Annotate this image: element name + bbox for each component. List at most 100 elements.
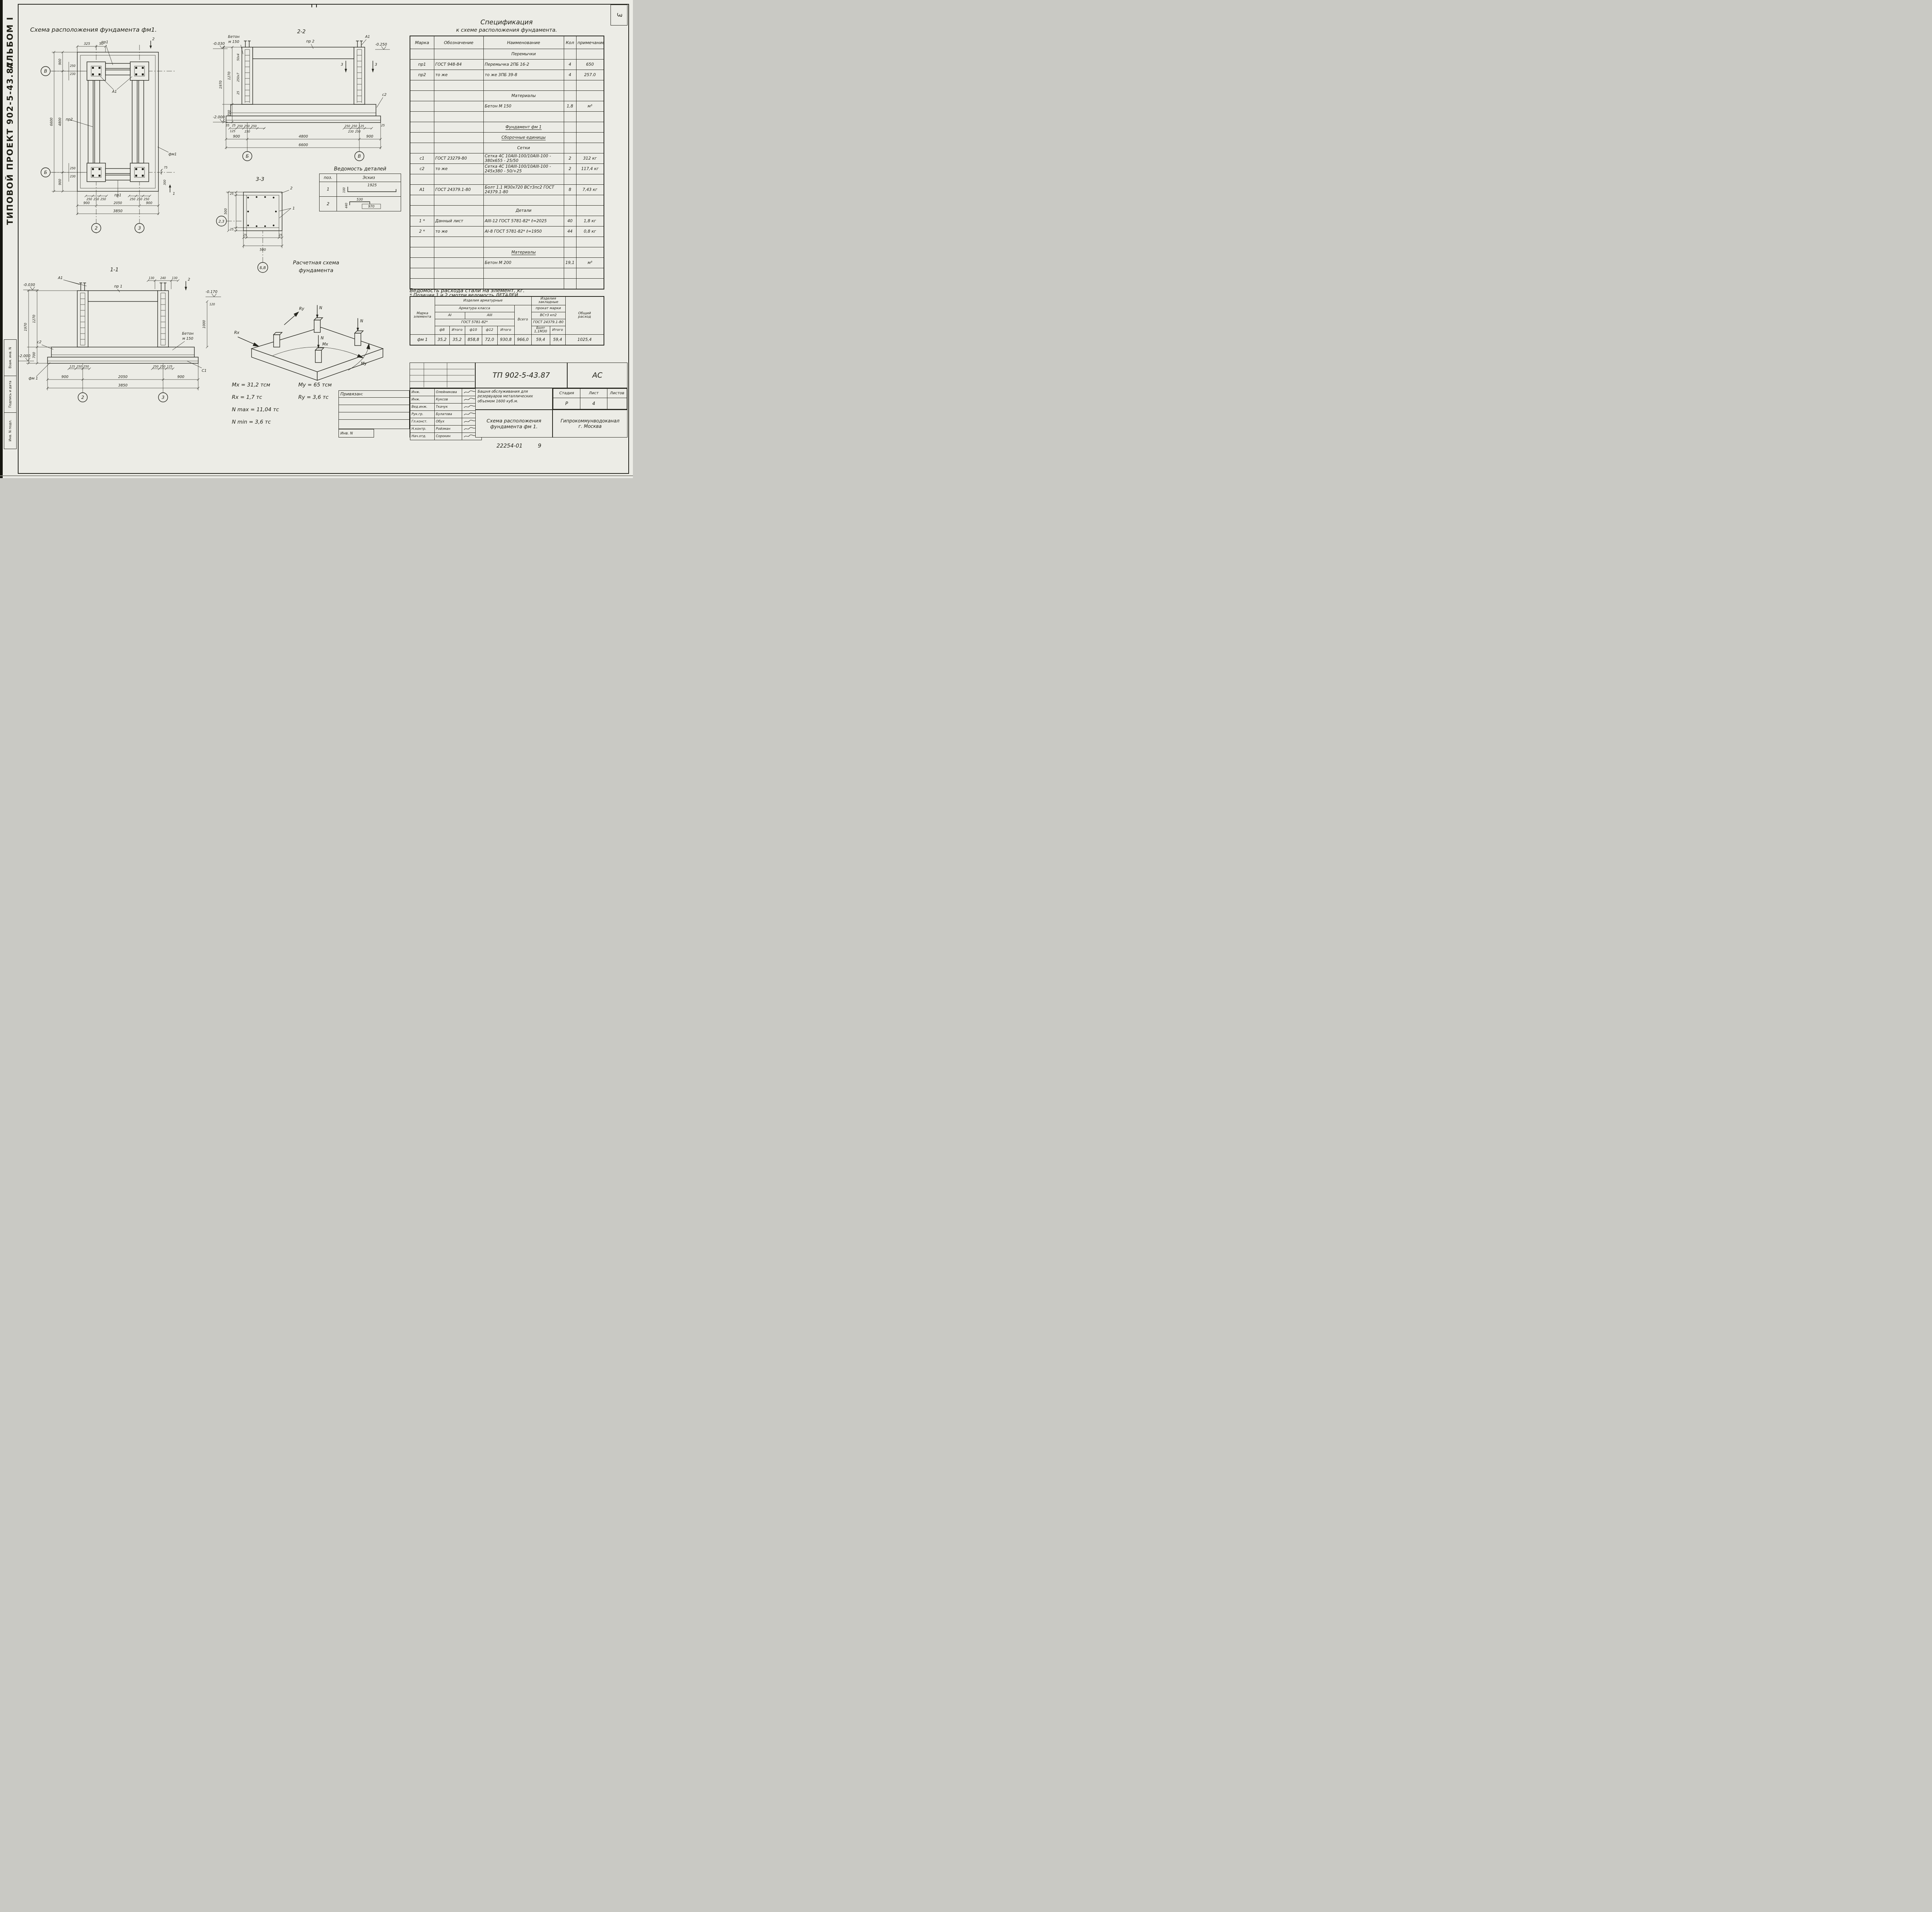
spec-row — [410, 195, 604, 206]
steel-group-armature: Изделия арматурные — [434, 296, 532, 305]
section-title: 3-3 — [256, 176, 264, 182]
anchor-bolt-label: А1 — [58, 276, 63, 280]
dim-label: 130 — [149, 276, 155, 280]
level-label: -0.250 — [375, 43, 387, 47]
spec-cell-marka: пр2 — [410, 70, 434, 80]
lintel-label: пр2 — [66, 117, 73, 122]
revision-grid — [410, 363, 475, 388]
plan-dimension-lines — [52, 45, 163, 215]
steel-header-row: Арматура класса Всего прокат марки — [410, 305, 604, 335]
calc-scheme-panel: Расчетная схема фундамента — [230, 256, 396, 385]
dim-label: 4800 — [299, 135, 308, 139]
dim-label: 250 — [345, 124, 350, 128]
section-2-2-panel: 2-2 -0.030 -0.250 -2.000 Бетон м 150 пр … — [211, 27, 392, 164]
steel-cell: 1025,4 — [565, 334, 604, 346]
section22-columns — [242, 41, 365, 105]
spec-cell-naimenovanie: Сетки — [483, 143, 564, 153]
signature-name: Олейникова — [434, 388, 462, 396]
detail-sketch-cell: 1925 100 — [337, 182, 401, 197]
spec-cell-oboznachenie — [434, 257, 484, 268]
steel-col-vsego: Всего — [514, 305, 532, 335]
section-title: 1-1 — [110, 267, 119, 273]
signatures-block: Инж. Олейникова Инж. Куксов Вед.инж. Тка… — [410, 388, 482, 440]
signature-name: Сорокин — [434, 432, 462, 440]
signature-role: Вед.инж. — [410, 403, 435, 411]
spec-cell-naimenovanie: Бетон М 150 — [483, 101, 564, 112]
spec-cell-kol: 4 — [563, 59, 577, 70]
spec-cell-marka — [410, 237, 434, 247]
stage-value: Р — [553, 397, 581, 410]
dim-label: 300 — [163, 180, 167, 186]
formula-ry: Rу = 3,6 тс — [298, 394, 329, 400]
spec-col-marka: Марка — [410, 36, 434, 49]
spec-cell-marka: 2 * — [410, 226, 434, 237]
spec-cell-naimenovanie — [483, 278, 564, 289]
spec-cell-primechanie: м³ — [576, 101, 604, 112]
detail-sketch-cell: 530 970 440 — [337, 196, 401, 211]
dim-label: 700 — [32, 352, 36, 358]
spec-cell-marka: пр1 — [410, 59, 434, 70]
details-row: 2 530 970 440 — [319, 196, 401, 211]
dim-label: 440 — [345, 203, 348, 209]
section11-slab — [47, 347, 199, 364]
doc-mark: АС — [592, 371, 603, 380]
spec-row — [410, 237, 604, 247]
steel-data-row: фм 1 35,2 35,2 858,8 72,0 930,8 966,0 59… — [410, 334, 604, 346]
spec-cell-primechanie: 312 кг — [576, 153, 604, 164]
dim-label: 6600 — [50, 117, 54, 126]
steel-cell: 966,0 — [514, 334, 532, 346]
spec-subtitle: к схеме расположения фундамента. — [456, 27, 557, 33]
dim-label: 900 — [366, 135, 373, 139]
steel-gost-rebar: ГОСТ 5781-82* — [434, 318, 515, 326]
signature-squiggle — [464, 427, 477, 430]
spec-cell-oboznachenie — [434, 122, 484, 133]
spec-cell-primechanie — [576, 205, 604, 216]
spec-cell-marka — [410, 90, 434, 101]
level-label: -0.030 — [213, 42, 225, 46]
dim-label: 240 — [160, 276, 166, 280]
spacing-label: 250х7 — [236, 73, 240, 82]
signature-name: Ткачук — [434, 403, 462, 411]
steel-class-ai: АI — [434, 312, 465, 319]
level-label: -2.000 — [19, 354, 31, 358]
spec-row: Материалы — [410, 90, 604, 101]
spec-cell-primechanie — [576, 237, 604, 247]
spec-cell-primechanie — [576, 132, 604, 143]
spec-cell-naimenovanie: Болт 1.1 М30х720 ВСт3пс2 ГОСТ 24379.1-80 — [483, 184, 564, 195]
level-label: -2.000 — [213, 115, 225, 119]
signature-squiggle — [464, 420, 477, 422]
signature-squiggle — [464, 390, 477, 393]
section-mark-label: 3 — [375, 63, 377, 67]
stage-sheet-block: Стадия Лист Листов Р 4 — [553, 388, 628, 410]
signature-squiggle — [464, 398, 477, 400]
margin-stamp-cell: Инв. N подл. — [4, 413, 16, 449]
spec-cell-naimenovanie: то же 3ПБ 39-8 — [483, 70, 564, 80]
lintel-label: пр 1 — [114, 284, 122, 289]
moment-label: Mx — [322, 342, 328, 347]
spec-cell-naimenovanie: Сетка 4С 10АIII-100/10АIII-100 - 245х380… — [483, 163, 564, 174]
stage-sheet-table: Стадия Лист Листов Р 4 — [553, 388, 627, 410]
signature-role: Инж. — [410, 396, 435, 404]
privyazan-label: Привязан: — [339, 391, 409, 398]
anchor-bolt-label: А1 — [112, 90, 117, 94]
steel-col-marka-line1: Марка — [417, 311, 429, 315]
spec-row: Материалы — [410, 247, 604, 258]
spec-cell-marka: 1 * — [410, 216, 434, 226]
section33-dim-lines — [226, 191, 284, 248]
dim-label: 35 — [226, 124, 230, 127]
spec-row: Бетон М 200 19,1 м³ — [410, 257, 604, 268]
spec-cell-naimenovanie: АIII-12 ГОСТ 5781-82* ℓ=2025 — [483, 216, 564, 226]
spec-cell-kol — [563, 122, 577, 133]
doc-number-cell: ТП 902-5-43.87 — [475, 363, 567, 388]
dim-label: 3850 — [118, 383, 128, 388]
sheet-frame — [18, 4, 629, 474]
spec-row: Сборочные единицы — [410, 132, 604, 143]
steel-table: Марка элемента Изделия арматурные Издели… — [410, 296, 605, 346]
axis-bubble-label: 2,3 — [218, 220, 224, 224]
spec-cell-oboznachenie — [434, 195, 484, 206]
formula-mx: Mx = 31,2 тсм — [232, 382, 270, 388]
spec-cell-primechanie — [576, 49, 604, 60]
dim-label: 2050 — [114, 201, 122, 205]
scan-edge — [0, 0, 3, 478]
spec-cell-primechanie: 1,8 кг — [576, 216, 604, 226]
